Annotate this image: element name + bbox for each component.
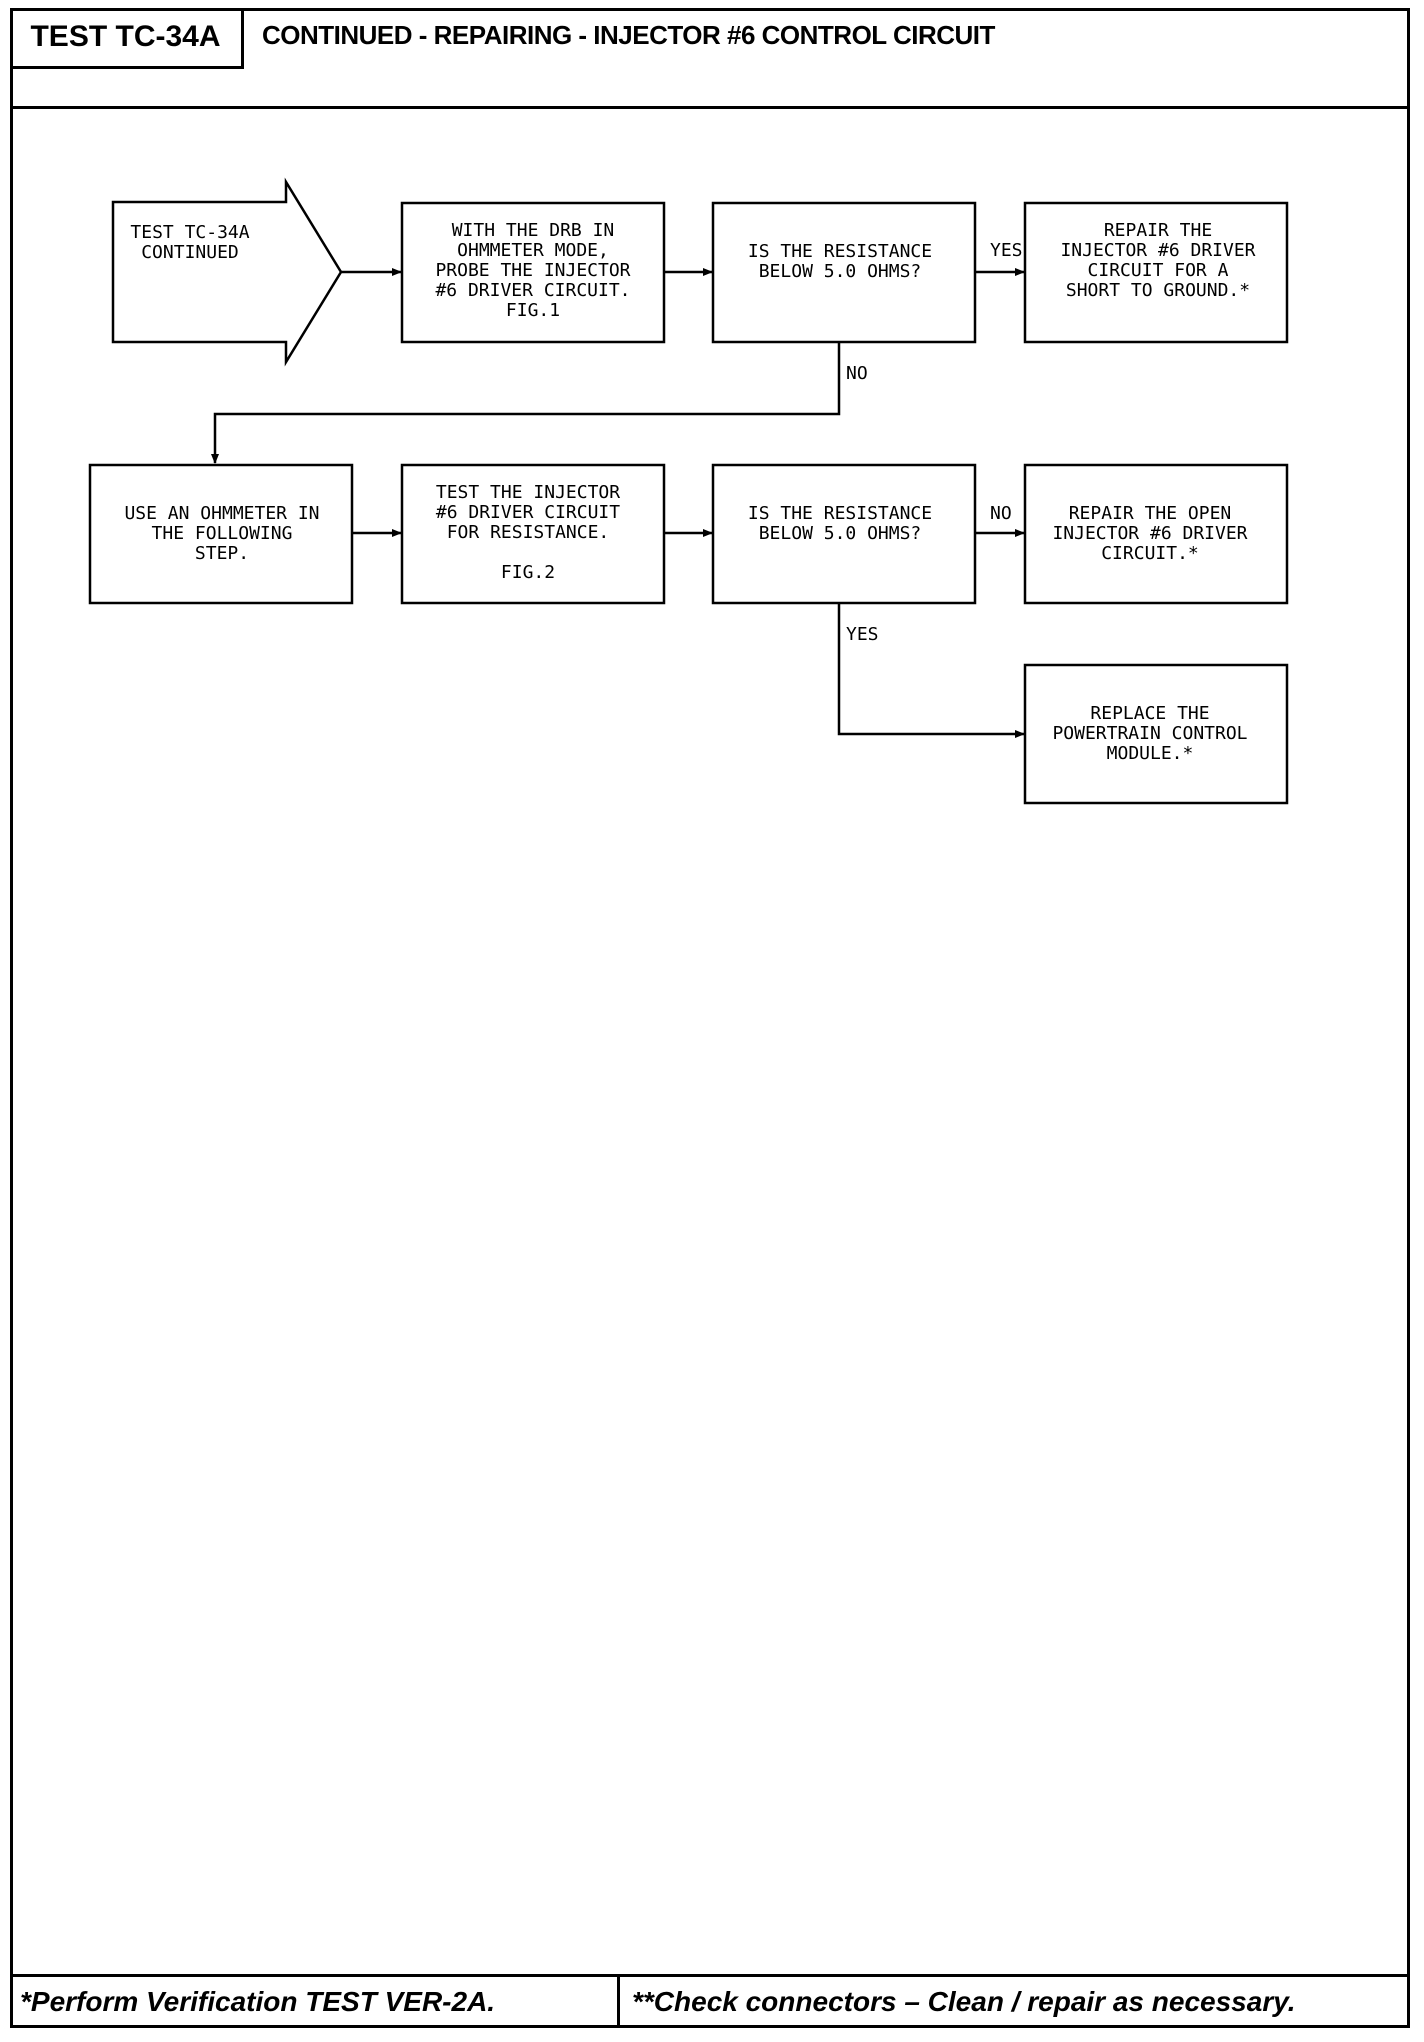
result-replace-text-line-1: REPLACE THE <box>1090 703 1209 724</box>
step-ohmmeter-text-line-3: STEP. <box>195 543 249 564</box>
footer-verification-note: *Perform Verification TEST VER-2A. <box>10 1977 620 2028</box>
step-ohmmeter-text-line-1: USE AN OHMMETER IN <box>124 503 319 524</box>
step-test-text-line-5: FIG.2 <box>501 562 555 583</box>
step-ohmmeter-text-line-2: THE FOLLOWING <box>152 523 293 544</box>
result-replace-text-line-2: POWERTRAIN CONTROL <box>1052 723 1247 744</box>
decision-1-text-line-2: BELOW 5.0 OHMS? <box>759 261 922 282</box>
result-short-text-line-1: REPAIR THE <box>1104 220 1212 241</box>
label-no-1: NO <box>846 363 868 384</box>
result-open-text-line-3: CIRCUIT.* <box>1101 543 1199 564</box>
step-probe-box <box>400 201 666 344</box>
page-title: CONTINUED - REPAIRING - INJECTOR #6 CONT… <box>262 20 995 50</box>
header: TEST TC-34A CONTINUED - REPAIRING - INJE… <box>10 8 1410 109</box>
footer: *Perform Verification TEST VER-2A. **Che… <box>10 1974 1410 2028</box>
step-test-text-line-3: FOR RESISTANCE. <box>447 522 610 543</box>
result-short-text-line-3: CIRCUIT FOR A <box>1088 260 1229 281</box>
result-short-box <box>1023 201 1289 344</box>
step-probe-text-line-2: OHMMETER MODE, <box>457 240 609 261</box>
result-open-box <box>1023 463 1289 605</box>
decision-2-box <box>711 463 977 605</box>
step-probe-text-line-5: FIG.1 <box>506 300 560 321</box>
label-no-2: NO <box>990 503 1012 524</box>
label-yes-2: YES <box>846 624 879 645</box>
result-open-text-line-1: REPAIR THE OPEN <box>1069 503 1232 524</box>
step-test-text-line-4 <box>523 542 534 563</box>
decision-1-text-line-1: IS THE RESISTANCE <box>748 241 932 262</box>
step-test-box <box>400 463 666 605</box>
label-yes-1: YES <box>990 240 1023 261</box>
page-frame <box>10 8 1410 2028</box>
start-label-line-1: TEST TC-34A <box>130 222 249 243</box>
step-ohmmeter-box <box>88 463 354 605</box>
decision-2-text-line-2: BELOW 5.0 OHMS? <box>759 523 922 544</box>
arrow-decision2-yes <box>837 603 1025 738</box>
result-open-text-line-2: INJECTOR #6 DRIVER <box>1052 523 1247 544</box>
start-label-line-2: CONTINUED <box>141 242 239 263</box>
step-test-text-line-1: TEST THE INJECTOR <box>436 482 620 503</box>
step-probe-text-line-1: WITH THE DRB IN <box>452 220 615 241</box>
result-short-text-line-4: SHORT TO GROUND.* <box>1066 280 1250 301</box>
footer-connector-note: **Check connectors – Clean / repair as n… <box>632 1986 1296 2017</box>
arrow-decision1-no <box>211 342 841 464</box>
start-arrow-shape <box>111 177 343 367</box>
step-test-text-line-2: #6 DRIVER CIRCUIT <box>436 502 620 523</box>
result-replace-text-line-3: MODULE.* <box>1107 743 1194 764</box>
test-id: TEST TC-34A <box>10 8 244 69</box>
result-short-text-line-2: INJECTOR #6 DRIVER <box>1060 240 1255 261</box>
result-replace-box <box>1023 663 1289 805</box>
decision-2-text-line-1: IS THE RESISTANCE <box>748 503 932 524</box>
step-probe-text-line-3: PROBE THE INJECTOR <box>435 260 630 281</box>
step-probe-text-line-4: #6 DRIVER CIRCUIT. <box>435 280 630 301</box>
